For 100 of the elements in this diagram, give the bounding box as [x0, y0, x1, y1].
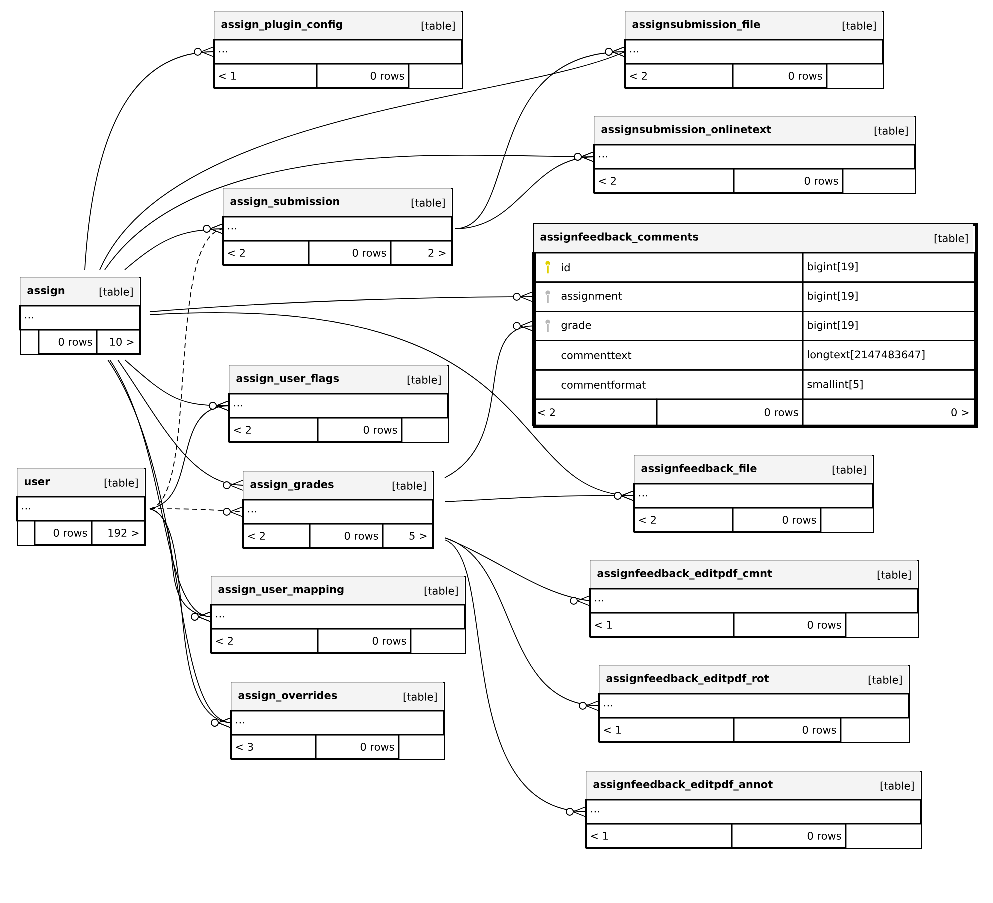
row-count-cell: 0 rows	[316, 63, 410, 89]
table-tag: [table]	[104, 478, 138, 488]
table-name: assign	[28, 286, 65, 297]
table-box	[230, 682, 446, 760]
relationship-line	[150, 224, 224, 510]
parent-count-cell: < 1	[213, 63, 318, 89]
column-row: …	[16, 496, 146, 522]
relationship-line	[84, 46, 214, 270]
row-count-cell: 0 rows	[656, 398, 804, 426]
relationship-line	[444, 490, 634, 502]
table-box	[213, 11, 464, 90]
row-count-cell: 0 rows	[315, 734, 400, 760]
table-tag: [table]	[868, 676, 902, 686]
column-type-cell: bigint[19]	[802, 282, 976, 312]
relationship-line	[150, 508, 212, 622]
column-type-cell: bigint[19]	[802, 311, 976, 342]
child-count-cell: 2 >	[390, 240, 453, 266]
column-row: …	[624, 39, 884, 65]
relationship-line	[444, 538, 590, 606]
column-name-cell: grade	[532, 311, 804, 342]
table-name: user	[25, 480, 50, 486]
table-name: assignfeedback_editpdf_rot	[606, 674, 770, 685]
parent-count-cell: < 2	[210, 628, 319, 654]
table-box	[598, 665, 910, 744]
row-count-cell: 0 rows	[732, 63, 828, 89]
column-name-cell: commentformat	[532, 370, 804, 400]
table-name: assignfeedback_editpdf_cmnt	[598, 569, 772, 580]
parent-count-cell: < 3	[230, 734, 317, 760]
table-box	[532, 223, 978, 428]
table-tag: [table]	[422, 22, 455, 32]
table-tag: [table]	[408, 376, 441, 386]
column-type-cell: longtext[2147483647]	[802, 340, 976, 371]
column-row: …	[213, 39, 463, 65]
table-tag: [table]	[842, 22, 876, 32]
table-name: assignfeedback_editpdf_annot	[594, 780, 773, 791]
table-tag: [table]	[934, 234, 968, 244]
parent-count-cell: < 2	[624, 63, 734, 89]
table-name: assignfeedback_comments	[540, 232, 698, 244]
column-row: …	[589, 588, 919, 614]
column-row: …	[633, 483, 874, 509]
table-name: assign_grades	[250, 480, 334, 491]
relationship-line	[454, 152, 594, 230]
column-row: …	[230, 710, 445, 736]
table-name: assign_user_flags	[236, 374, 340, 385]
parent-count-cell: < 2	[593, 168, 735, 194]
relationship-line	[150, 292, 534, 312]
row-count-cell: 0 rows	[733, 612, 847, 638]
table-tag: [table]	[424, 586, 458, 596]
table-box	[593, 116, 916, 194]
column-type-cell: bigint[19]	[802, 252, 976, 283]
table-name: assignfeedback_file	[642, 464, 757, 475]
column-name-cell: commenttext	[532, 340, 804, 371]
table-name: assign_user_mapping	[218, 585, 344, 596]
table-box	[210, 576, 466, 654]
column-row: …	[585, 799, 922, 825]
parent-count-cell: < 2	[242, 523, 311, 549]
table-box	[228, 365, 450, 444]
column-name-cell: id	[532, 252, 804, 283]
table-tag: [table]	[412, 198, 445, 208]
table-tag: [table]	[880, 782, 914, 792]
child-count-cell: 0 >	[802, 398, 976, 426]
table-box	[19, 277, 142, 356]
relationship-line	[118, 360, 244, 491]
table-tag: [table]	[404, 692, 437, 702]
row-count-cell: 0 rows	[34, 520, 93, 546]
row-count-cell: 0 rows	[38, 329, 98, 355]
table-tag: [table]	[832, 466, 866, 476]
row-count-cell: 0 rows	[733, 717, 842, 743]
column-type-cell: smallint[5]	[802, 370, 976, 400]
relationship-line	[444, 320, 534, 478]
row-count-cell: 0 rows	[732, 507, 822, 533]
row-count-cell: 0 rows	[309, 523, 384, 549]
parent-count-cell: < 1	[598, 717, 735, 743]
table-box	[16, 468, 146, 546]
parent-count-cell: < 1	[589, 612, 735, 638]
column-row: …	[210, 604, 466, 630]
table-tag: [table]	[100, 288, 133, 298]
parent-count-cell: < 1	[585, 823, 733, 849]
column-row: …	[228, 393, 449, 419]
column-row: …	[19, 305, 141, 331]
table-box	[633, 455, 874, 534]
row-count-cell: 0 rows	[733, 168, 844, 194]
table-box	[585, 771, 922, 850]
relationship-line	[150, 506, 244, 518]
table-tag: [table]	[874, 126, 908, 136]
parent-count-cell: < 2	[228, 417, 319, 443]
row-count-cell: 0 rows	[317, 628, 412, 654]
table-tag: [table]	[392, 482, 426, 492]
column-row: …	[593, 144, 916, 170]
table-name: assign_overrides	[238, 691, 338, 702]
column-name-cell: assignment	[532, 282, 804, 312]
table-name: assign_plugin_config	[222, 20, 342, 31]
table-box	[589, 560, 920, 638]
column-row: …	[242, 499, 434, 525]
parent-count-cell: < 2	[532, 398, 658, 426]
relationship-line	[150, 508, 232, 728]
child-count-cell: 192 >	[91, 520, 146, 546]
relationship-line	[444, 540, 586, 818]
parent-count-cell: < 2	[633, 507, 734, 533]
table-name: assignsubmission_file	[632, 20, 760, 31]
